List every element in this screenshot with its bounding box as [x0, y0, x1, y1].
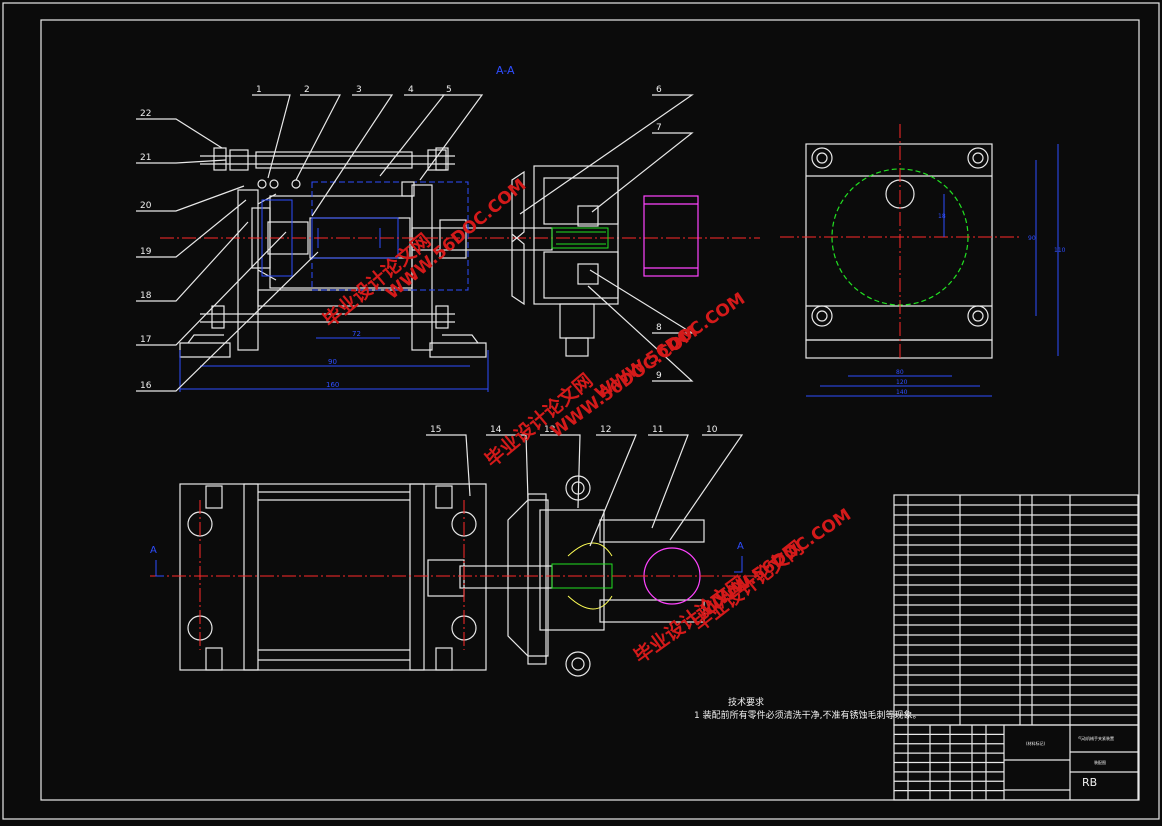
watermark-url-1: WWW.56DOC.COM [382, 175, 530, 304]
leader-line-7 [591, 132, 694, 213]
section-label: A-A [496, 64, 515, 77]
leader-line-18 [136, 221, 249, 302]
dim-side-right-2: 110 [1054, 247, 1066, 254]
part-number-18: 18 [140, 291, 152, 301]
leader-line-10 [669, 434, 744, 541]
leader-line-12 [589, 434, 637, 547]
leader-line-21 [136, 159, 227, 164]
part-number-1: 1 [256, 85, 262, 95]
title-material: (材料标记) [1026, 740, 1046, 746]
leader-line-15 [426, 434, 471, 497]
part-number-8: 8 [656, 323, 662, 333]
watermark-cn-4: 毕业设计论文网 [689, 536, 808, 636]
part-number-20: 20 [140, 201, 152, 211]
section-mark-left: A [150, 545, 157, 556]
inner-frame [40, 19, 1140, 801]
tech-req-title: 技术要求 [728, 696, 764, 708]
part-number-2: 2 [304, 85, 310, 95]
part-number-11: 11 [652, 425, 663, 435]
title-block: (材料标记) 气动机械手夹紧装置 装配图 RB [893, 724, 1139, 801]
side-view: 18 90 110 80 120 140 [780, 124, 1066, 397]
part-number-19: 19 [140, 247, 152, 257]
leader-line-3 [311, 94, 394, 217]
leader-line-17 [136, 231, 287, 346]
dim-front-mid: 90 [328, 358, 337, 366]
title-drawing-name: 气动机械手夹紧装置 [1078, 735, 1114, 741]
dim-side-right-1: 90 [1028, 235, 1036, 242]
leader-line-13 [540, 434, 581, 509]
leader-line-6 [519, 94, 694, 215]
part-number-6: 6 [656, 85, 662, 95]
part-number-21: 21 [140, 153, 151, 163]
watermarks: WWW.56DOC.COM 毕业设计论文网 WWW.56DOC.COM 毕业设计… [318, 175, 855, 668]
part-number-10: 10 [706, 425, 718, 435]
dim-front-total: 160 [326, 381, 339, 389]
part-number-4: 4 [408, 85, 414, 95]
part-number-15: 15 [430, 425, 441, 435]
front-section-view: 72 90 160 [160, 147, 760, 392]
section-mark-right: A [737, 541, 744, 552]
leader-line-14 [486, 434, 529, 501]
leader-line-1 [252, 94, 291, 179]
section-marks: A A [150, 541, 744, 577]
part-number-13: 13 [544, 425, 555, 435]
leader-line-8 [589, 269, 695, 334]
gripper-front-view [511, 165, 699, 357]
leader-line-20 [136, 185, 245, 212]
part-number-12: 12 [600, 425, 611, 435]
title-code: RB [1082, 776, 1097, 789]
dim-front-inner: 72 [352, 330, 361, 338]
watermark-url-4: WWW.56DOC.COM [592, 289, 749, 404]
leader-line-16 [136, 251, 319, 392]
title-subtitle: 装配图 [1094, 759, 1106, 765]
dim-side-bottom-3: 140 [896, 389, 908, 396]
leader-line-22 [136, 118, 223, 149]
part-number-3: 3 [356, 85, 362, 95]
part-number-22: 22 [140, 109, 151, 119]
dim-side-small: 18 [938, 213, 946, 220]
part-number-17: 17 [140, 335, 151, 345]
parts-list [893, 494, 1139, 726]
part-number-7: 7 [656, 123, 662, 133]
dim-side-bottom-2: 120 [896, 379, 908, 386]
part-number-9: 9 [656, 371, 662, 381]
part-number-16: 16 [140, 381, 152, 391]
leader-line-2 [295, 94, 341, 181]
leader-line-19 [136, 199, 247, 258]
leader-line-9 [587, 285, 694, 382]
tech-req-line-1: 1 装配前所有零件必须清洗干净,不准有锈蚀毛刺等现象。 [694, 709, 921, 721]
leader-line-5 [419, 94, 484, 181]
dim-side-bottom-1: 80 [896, 369, 904, 376]
leader-line-11 [648, 434, 689, 529]
part-number-5: 5 [446, 85, 452, 95]
part-number-14: 14 [490, 425, 502, 435]
